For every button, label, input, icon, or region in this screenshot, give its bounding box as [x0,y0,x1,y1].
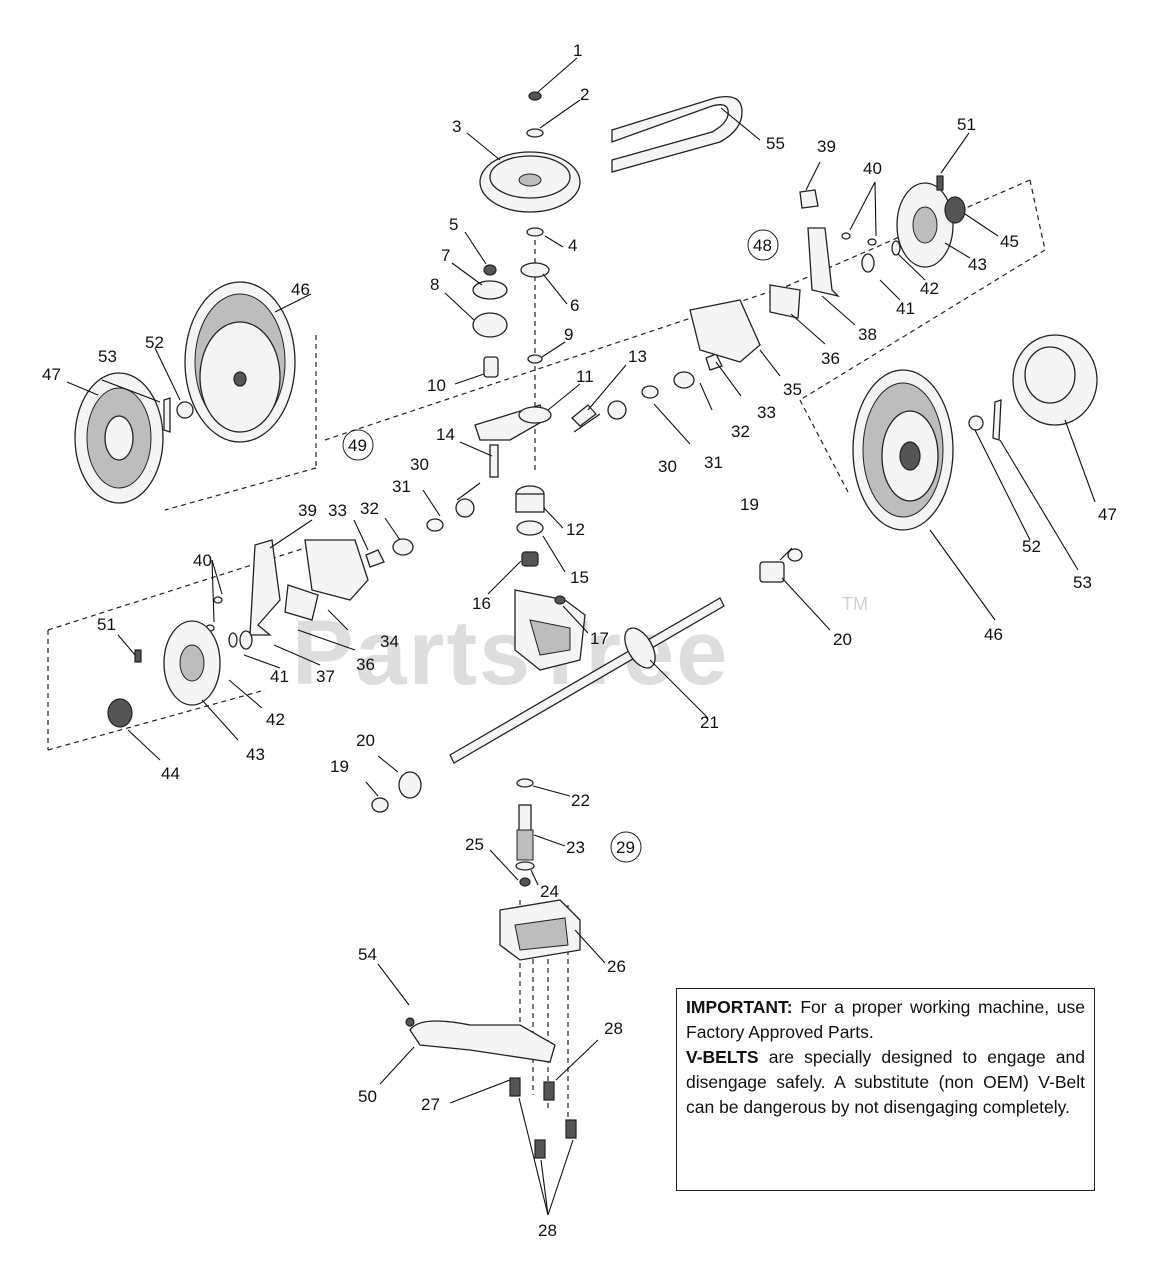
washers-nuts [472,91,597,478]
callout-36A: 36 [821,349,840,368]
callout-20L: 20 [356,731,375,750]
transmission-center [449,485,725,961]
leader-lines [66,57,1096,1216]
callout-39B: 39 [298,501,317,520]
callout-7: 7 [441,246,450,265]
callout-15: 15 [570,568,589,587]
callout-41A: 41 [896,299,915,318]
callout-33A: 33 [757,403,776,422]
callout-13: 13 [628,347,647,366]
callouts: 1 2 3 4 5 6 7 8 9 10 11 12 13 14 15 16 1… [42,41,1117,1240]
callout-53B: 53 [1073,573,1092,592]
callout-39A: 39 [817,137,836,156]
callout-28B: 28 [538,1221,557,1240]
callout-52A: 52 [145,333,164,352]
callout-53A: 53 [98,347,117,366]
v-belt [611,95,743,173]
callout-47B: 47 [1098,505,1117,524]
callout-28A: 28 [604,1019,623,1038]
callout-35: 35 [783,380,802,399]
callout-42B: 42 [266,710,285,729]
callout-20R: 20 [833,630,852,649]
callout-32B: 32 [360,499,379,518]
callout-41B: 41 [270,667,289,686]
callout-40A: 40 [863,159,882,178]
pulley [479,151,581,213]
callout-38: 38 [858,325,877,344]
callout-31A: 31 [704,453,723,472]
callout-36B: 36 [356,655,375,674]
callout-19R: 19 [740,495,759,514]
callout-3: 3 [452,117,461,136]
callout-23: 23 [566,838,585,857]
callout-55: 55 [766,134,785,153]
callout-51A: 51 [957,115,976,134]
callout-31B: 31 [392,477,411,496]
callout-27: 27 [421,1095,440,1114]
callout-29: 29 [616,838,635,857]
important-notice: IMPORTANT: For a proper working machine,… [676,988,1095,1191]
vbelts-label: V-BELTS [686,1047,759,1067]
callout-25: 25 [465,835,484,854]
callout-4: 4 [568,236,577,255]
callout-30A: 30 [658,457,677,476]
callout-12: 12 [566,520,585,539]
callout-45: 45 [1000,232,1019,251]
callout-37: 37 [316,667,335,686]
callout-44: 44 [161,764,180,783]
callout-43B: 43 [246,745,265,764]
callout-6: 6 [570,296,579,315]
callout-26: 26 [607,957,626,976]
notice-vbelts: V-BELTS are specially designed to engage… [686,1045,1085,1120]
important-text: For a proper working machine, use Factor… [686,997,1085,1042]
callout-22: 22 [571,791,590,810]
right-drive-assembly [607,175,966,583]
callout-21: 21 [700,713,719,732]
callout-54: 54 [358,945,377,964]
callout-16: 16 [472,594,491,613]
callout-48-ring [747,229,779,261]
callout-9: 9 [564,325,573,344]
notice-important: IMPORTANT: For a proper working machine,… [686,995,1085,1045]
callout-49-ring [342,429,374,461]
vbelts-text: are specially designed to engage and dis… [686,1047,1085,1117]
callout-2: 2 [580,85,589,104]
callout-34: 34 [380,632,399,651]
callout-8: 8 [430,275,439,294]
callout-50: 50 [358,1087,377,1106]
important-label: IMPORTANT: [686,997,793,1017]
callout-40B: 40 [193,551,212,570]
callout-14: 14 [436,425,455,444]
callout-51B: 51 [97,615,116,634]
callout-5: 5 [449,215,458,234]
callout-1: 1 [573,41,582,60]
callout-46A: 46 [291,280,310,299]
callout-17: 17 [590,629,609,648]
callout-29-ring [610,831,642,863]
callout-46B: 46 [984,625,1003,644]
left-wheel [74,281,296,504]
callout-19L: 19 [330,757,349,776]
bracket-and-bolts [405,1017,577,1159]
callout-49: 49 [348,436,367,455]
watermark: PartsTree [292,602,729,704]
callout-42A: 42 [920,279,939,298]
callout-43A: 43 [968,255,987,274]
callout-32A: 32 [731,422,750,441]
left-drive-assembly [107,498,475,813]
callout-47A: 47 [42,365,61,384]
callout-10: 10 [427,376,446,395]
callout-48: 48 [753,236,772,255]
callout-30B: 30 [410,455,429,474]
callout-33B: 33 [328,501,347,520]
callout-24: 24 [540,882,559,901]
right-wheel [852,334,1098,531]
callout-11: 11 [576,367,594,386]
callout-52B: 52 [1022,537,1041,556]
watermark-tm: TM [842,594,868,614]
